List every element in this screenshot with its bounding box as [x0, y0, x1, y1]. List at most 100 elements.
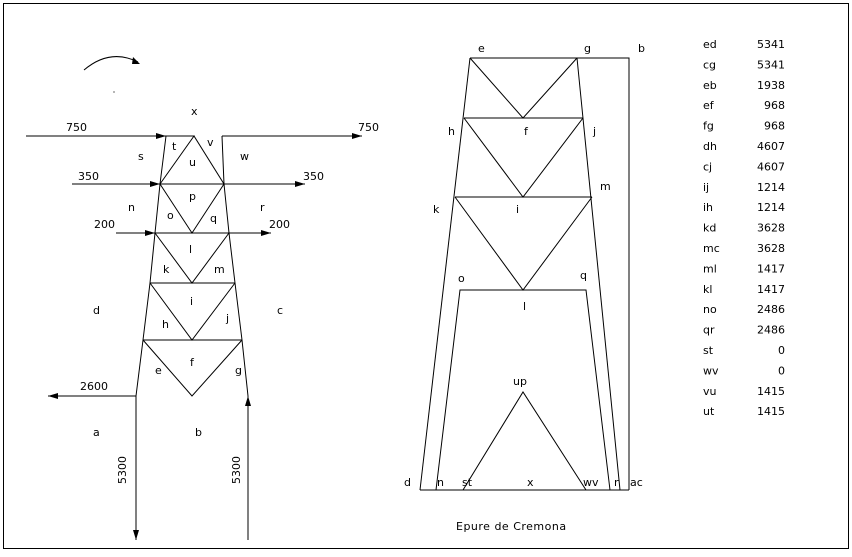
table-member-value: 1214 [757, 181, 785, 194]
region-label-l: l [189, 243, 192, 256]
point-label-up: up [513, 375, 527, 388]
region-label-r: r [260, 201, 265, 214]
diag-p [159, 183, 225, 234]
side-ed [419, 57, 471, 491]
table-member-name: ih [703, 201, 713, 214]
table-member-value: 1415 [757, 385, 785, 398]
rotation-arc-icon [83, 56, 139, 71]
region-label-g: g [235, 364, 242, 377]
table-member-name: cj [703, 160, 712, 173]
table-member-value: 968 [764, 99, 785, 112]
force-label-750-left: 750 [66, 121, 87, 134]
table-member-name: ij [703, 181, 709, 194]
table-member-name: cg [703, 58, 716, 71]
right-leg [221, 135, 249, 397]
cremona-diagram: e g b h f j m k i o q l up d n st x wv r… [404, 42, 645, 533]
region-label-a: a [93, 426, 100, 439]
rotation-arrowhead-icon [132, 57, 140, 64]
table-member-name: no [703, 303, 717, 316]
point-label-ac: ac [630, 476, 643, 489]
region-label-w: w [240, 150, 249, 163]
region-label-k: k [163, 263, 170, 276]
region-label-n: n [128, 201, 135, 214]
table-member-value: 2486 [757, 324, 785, 337]
region-label-t: t [172, 140, 177, 153]
line-eb-bc [470, 57, 630, 490]
region-label-x: x [191, 105, 198, 118]
point-label-x: x [527, 476, 534, 489]
region-label-o: o [167, 209, 174, 222]
point-label-g: g [584, 42, 591, 55]
force-label-750-right: 750 [358, 121, 379, 134]
point-label-i: i [516, 203, 519, 216]
reaction-label-5300-right: 5300 [230, 456, 243, 484]
diag-i [149, 282, 236, 341]
table-member-value: 2486 [757, 303, 785, 316]
triangle-efg [469, 57, 578, 119]
point-label-wv: wv [583, 476, 599, 489]
truss-structure: 750 750 350 350 200 200 2600 5300 5300 x… [26, 56, 379, 540]
point-label-o: o [458, 272, 465, 285]
region-label-q: q [210, 212, 217, 225]
table-member-name: vu [703, 385, 716, 398]
force-label-200-right: 200 [269, 218, 290, 231]
triangle-kml [454, 196, 593, 291]
table-member-value: 0 [778, 344, 785, 357]
point-label-n: n [437, 476, 444, 489]
region-label-f: f [190, 356, 195, 369]
point-label-l: l [523, 300, 526, 313]
table-member-value: 968 [764, 120, 785, 133]
diag-f [142, 339, 243, 397]
table-member-name: kd [703, 222, 716, 235]
force-label-350-right: 350 [303, 170, 324, 183]
force-label-2600: 2600 [80, 380, 108, 393]
table-member-value: 0 [778, 364, 785, 377]
point-label-k: k [433, 203, 440, 216]
table-member-value: 1938 [757, 79, 785, 92]
table-member-value: 5341 [757, 58, 785, 71]
table-member-name: fg [703, 120, 714, 133]
left-leg [135, 135, 167, 397]
diag-top-right [193, 135, 225, 185]
cremona-caption: Epure de Cremona [456, 520, 567, 533]
force-label-350-left: 350 [78, 170, 99, 183]
table-member-value: 3628 [757, 222, 785, 235]
table-member-value: 1214 [757, 201, 785, 214]
table-member-value: 1417 [757, 283, 785, 296]
region-label-s: s [138, 150, 144, 163]
table-member-name: ut [703, 405, 715, 418]
point-label-st: st [462, 476, 473, 489]
point-label-q: q [580, 269, 587, 282]
polygon-noqr [435, 289, 611, 491]
region-label-p: p [189, 190, 196, 203]
table-member-value: 4607 [757, 160, 785, 173]
table-member-value: 3628 [757, 242, 785, 255]
table-member-name: ml [703, 262, 717, 275]
table-member-name: ed [703, 38, 717, 51]
diag-l [154, 232, 230, 284]
table-member-name: qr [703, 324, 715, 337]
table-member-name: st [703, 344, 714, 357]
force-label-200-left: 200 [94, 218, 115, 231]
table-member-value: 4607 [757, 140, 785, 153]
table-member-value: 1417 [757, 262, 785, 275]
point-label-m: m [600, 180, 611, 193]
region-label-e: e [155, 364, 162, 377]
region-label-m: m [214, 263, 225, 276]
point-label-j: j [592, 125, 596, 138]
region-label-b: b [195, 426, 202, 439]
triangle-up [462, 391, 587, 491]
frame-border [3, 3, 849, 549]
point-label-d: d [404, 476, 411, 489]
table-member-name: eb [703, 79, 717, 92]
region-label-v: v [207, 136, 214, 149]
pole-dot [113, 91, 115, 93]
table-member-name: wv [703, 364, 719, 377]
table-member-value: 5341 [757, 38, 785, 51]
region-label-d: d [93, 304, 100, 317]
table-member-name: kl [703, 283, 712, 296]
region-label-h: h [162, 318, 169, 331]
